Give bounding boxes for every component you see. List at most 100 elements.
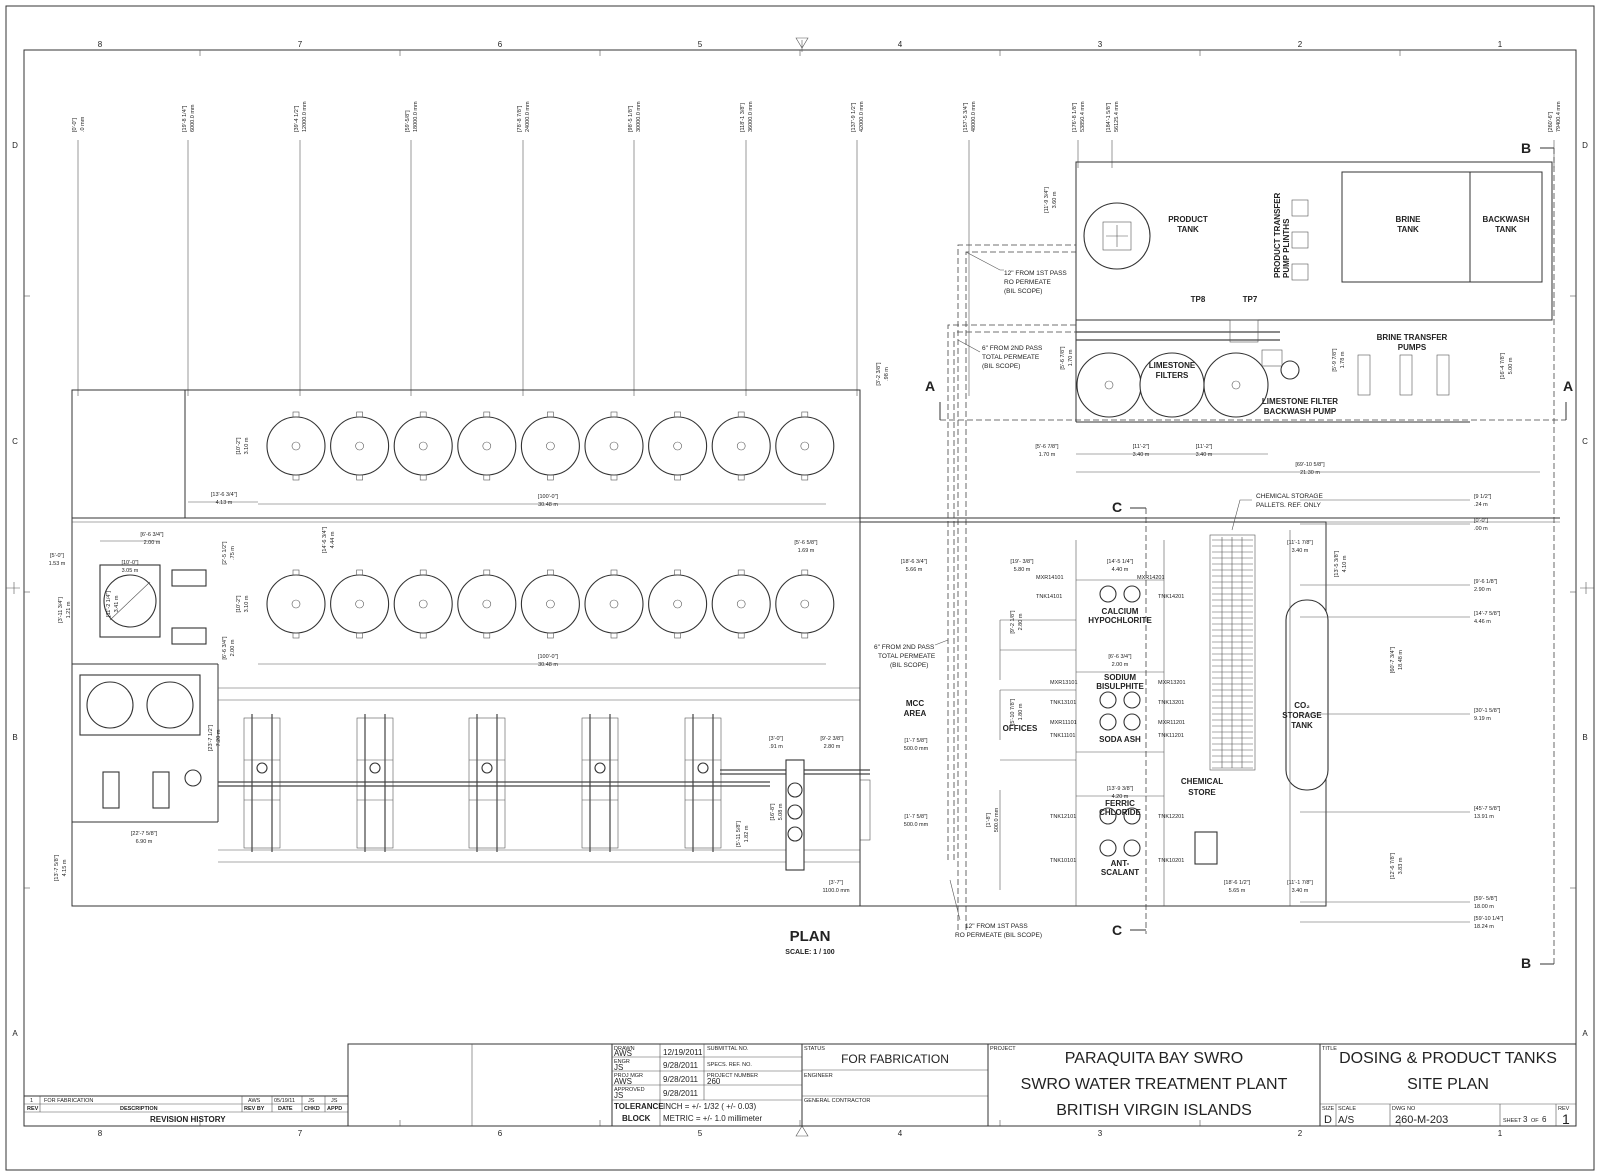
rev-h-by: REV BY <box>244 1106 265 1112</box>
ro-skid-pump-2 <box>369 762 381 774</box>
note-pallets: CHEMICAL STORAGE <box>1256 493 1323 500</box>
dim-d_10_0-met: 3.05 m <box>122 568 139 574</box>
storage-tank-4 <box>457 574 517 634</box>
rev-date: 05/19/11 <box>274 1098 295 1104</box>
submittal-label: SUBMITTAL NO. <box>707 1046 749 1052</box>
of-value: 6 <box>1542 1115 1547 1124</box>
lf-backwash-label: LIMESTONE FILTER <box>1262 397 1338 406</box>
limestone-filters-label: LIMESTONE <box>1149 361 1196 370</box>
calcium-label: CALCIUM <box>1102 607 1139 616</box>
tag-tnk13201: TNK13201 <box>1158 700 1184 706</box>
station-met-4: 24000.0 mm <box>525 101 531 132</box>
tank-nozzle-bottom-2 <box>356 474 363 481</box>
pallet-rack <box>1209 534 1256 771</box>
note-1st-bottom-2: RO PERMEATE (BIL SCOPE) <box>955 932 1042 939</box>
tank-nozzle-bottom-3 <box>419 474 427 481</box>
dim-d_5_6_c-imp: [5'-6 7/8"] <box>1035 444 1059 450</box>
dim-d_9_2_b-imp: [9'-2 1/8"] <box>1010 610 1016 634</box>
dim-d_16_4-imp: [16'-4 7/8"] <box>1500 352 1506 379</box>
station-imp-6: [118'-1 3/8"] <box>740 103 746 132</box>
tank-manway-7 <box>673 599 682 609</box>
storage-tank-5 <box>520 416 580 476</box>
sheet-value: 3 <box>1523 1115 1528 1124</box>
storage-tank-3 <box>393 416 453 476</box>
station-met-11: 79400.4 mm <box>1556 101 1562 132</box>
grid-col-top-5: 5 <box>698 40 703 49</box>
storage-tank-7 <box>648 574 708 634</box>
chem-tank-b-1 <box>1123 585 1141 603</box>
drawn-value: AWS <box>614 1049 632 1058</box>
tag-mxr13101: MXR13101 <box>1050 680 1078 686</box>
tank-nozzle-bottom-1 <box>292 632 300 639</box>
approved-label: APPROVED <box>614 1087 645 1093</box>
grid-row-right-A: A <box>1582 1029 1588 1038</box>
product-tank-label-2: TANK <box>1177 225 1199 234</box>
rdim-r_30_1-imp: [30'-1 5/8"] <box>1474 708 1501 714</box>
mcc-area-label: MCC <box>906 699 924 708</box>
rdim-r_59_10-imp: [59'-10 1/4"] <box>1474 916 1504 922</box>
dim-d_16_8-met: 5.08 m <box>778 803 784 820</box>
center-mark-right <box>1580 582 1594 594</box>
dim-d_11_2-met: 3.41 m <box>114 595 120 612</box>
rdim-r_59_5-met: 18.00 m <box>1474 904 1494 910</box>
dim-d_3_0-imp: [3'-0"] <box>769 736 783 742</box>
dim-d_5_9-met: 1.78 m <box>1340 351 1346 368</box>
tank-manway-8 <box>736 599 746 609</box>
dim-d_5_6_top-imp: [5'-6 5/8"] <box>794 540 818 546</box>
station-imp-10: [184'-1 5/8"] <box>1106 102 1112 132</box>
scale-value: A/S <box>1338 1115 1354 1126</box>
ro-skid-frame-1 <box>243 717 281 849</box>
chemical-tanks <box>1099 585 1141 857</box>
dim-d_11_2-imp: [11'-2 1/4"] <box>106 591 112 617</box>
dim-d_13_5-imp: [13'-5 3/8"] <box>1334 550 1340 577</box>
rdim-r_30_1-met: 9.19 m <box>1474 716 1491 722</box>
station-met-0: .0 mm <box>80 116 86 132</box>
note-2nd-top-2: TOTAL PERMEATE <box>982 354 1040 361</box>
tank-manway-2 <box>355 441 364 451</box>
tank-nozzle-top-9 <box>801 569 809 576</box>
dim-d_5_6_c-met: 1.70 m <box>1039 452 1056 458</box>
sheet-label: SHEET <box>1503 1118 1522 1124</box>
tag-tnk14101: TNK14101 <box>1036 594 1062 600</box>
tank-nozzle-top-8 <box>737 569 745 576</box>
rdim-r_59_10-met: 18.24 m <box>1474 924 1494 930</box>
dim-d_6_6_left-imp: [6'-6 3/4"] <box>222 636 228 660</box>
dim-d_3_7-met: 1100.0 mm <box>822 888 850 894</box>
tank-nozzle-bottom-5 <box>547 632 554 639</box>
tag-mxr14101: MXR14101 <box>1036 575 1064 581</box>
dim-d_3_2-met: .98 m <box>884 367 890 381</box>
tank-nozzle-top-4 <box>483 411 491 418</box>
grid-col-bottom-3: 3 <box>1098 1129 1103 1138</box>
grid-col-bottom-2: 2 <box>1298 1129 1303 1138</box>
tp8-label: TP8 <box>1191 295 1206 304</box>
limestone-filters-label-2: FILTERS <box>1156 371 1189 380</box>
grid-col-top-6: 6 <box>498 40 503 49</box>
ro-skid-pump-3 <box>481 762 493 774</box>
approved-value: JS <box>614 1091 623 1100</box>
station-met-3: 18000.0 mm <box>413 101 419 132</box>
dim-d_3_7-imp: [3'-7"] <box>829 880 843 886</box>
dim-d_69_10-imp: [69'-10 5/8"] <box>1295 462 1325 468</box>
section-a-right: A <box>1563 378 1573 394</box>
tank-nozzle-bottom-6 <box>610 474 618 481</box>
right-elevation-dims: [9 1/2"].24 m[0'-0"].00 m[9'-6 1/8"]2.90… <box>1300 494 1504 930</box>
dim-d_10_2_mid-met: 3.10 m <box>244 595 250 612</box>
station-imp-8: [157'-5 3/4"] <box>963 102 969 132</box>
tag-tnk12201: TNK12201 <box>1158 814 1184 820</box>
ro-skid-pump-5 <box>697 762 709 774</box>
engr-date: 9/28/2011 <box>663 1061 699 1070</box>
tank-nozzle-top-9 <box>801 411 809 418</box>
dim-d_5_10-met: 1.80 m <box>1018 703 1024 720</box>
tag-tnk10101: TNK10101 <box>1050 858 1076 864</box>
scale-label: SCALE <box>1338 1106 1356 1112</box>
dim-d_22_7-met: 6.90 m <box>136 839 153 845</box>
dim-d_2_5-met: .75 m <box>230 546 236 560</box>
rev-num: 1 <box>30 1098 33 1104</box>
tag-tnk12101: TNK12101 <box>1050 814 1076 820</box>
dim-d_5_0-met: 1.53 m <box>49 561 66 567</box>
tag-tnk11201: TNK11201 <box>1158 733 1184 739</box>
tank-nozzle-top-1 <box>292 411 300 418</box>
station-met-9: 53850.4 mm <box>1080 101 1086 132</box>
dim-d_1_7_a-imp: [1'-7 5/8"] <box>904 738 928 744</box>
tank-nozzle-bottom-4 <box>483 632 491 639</box>
